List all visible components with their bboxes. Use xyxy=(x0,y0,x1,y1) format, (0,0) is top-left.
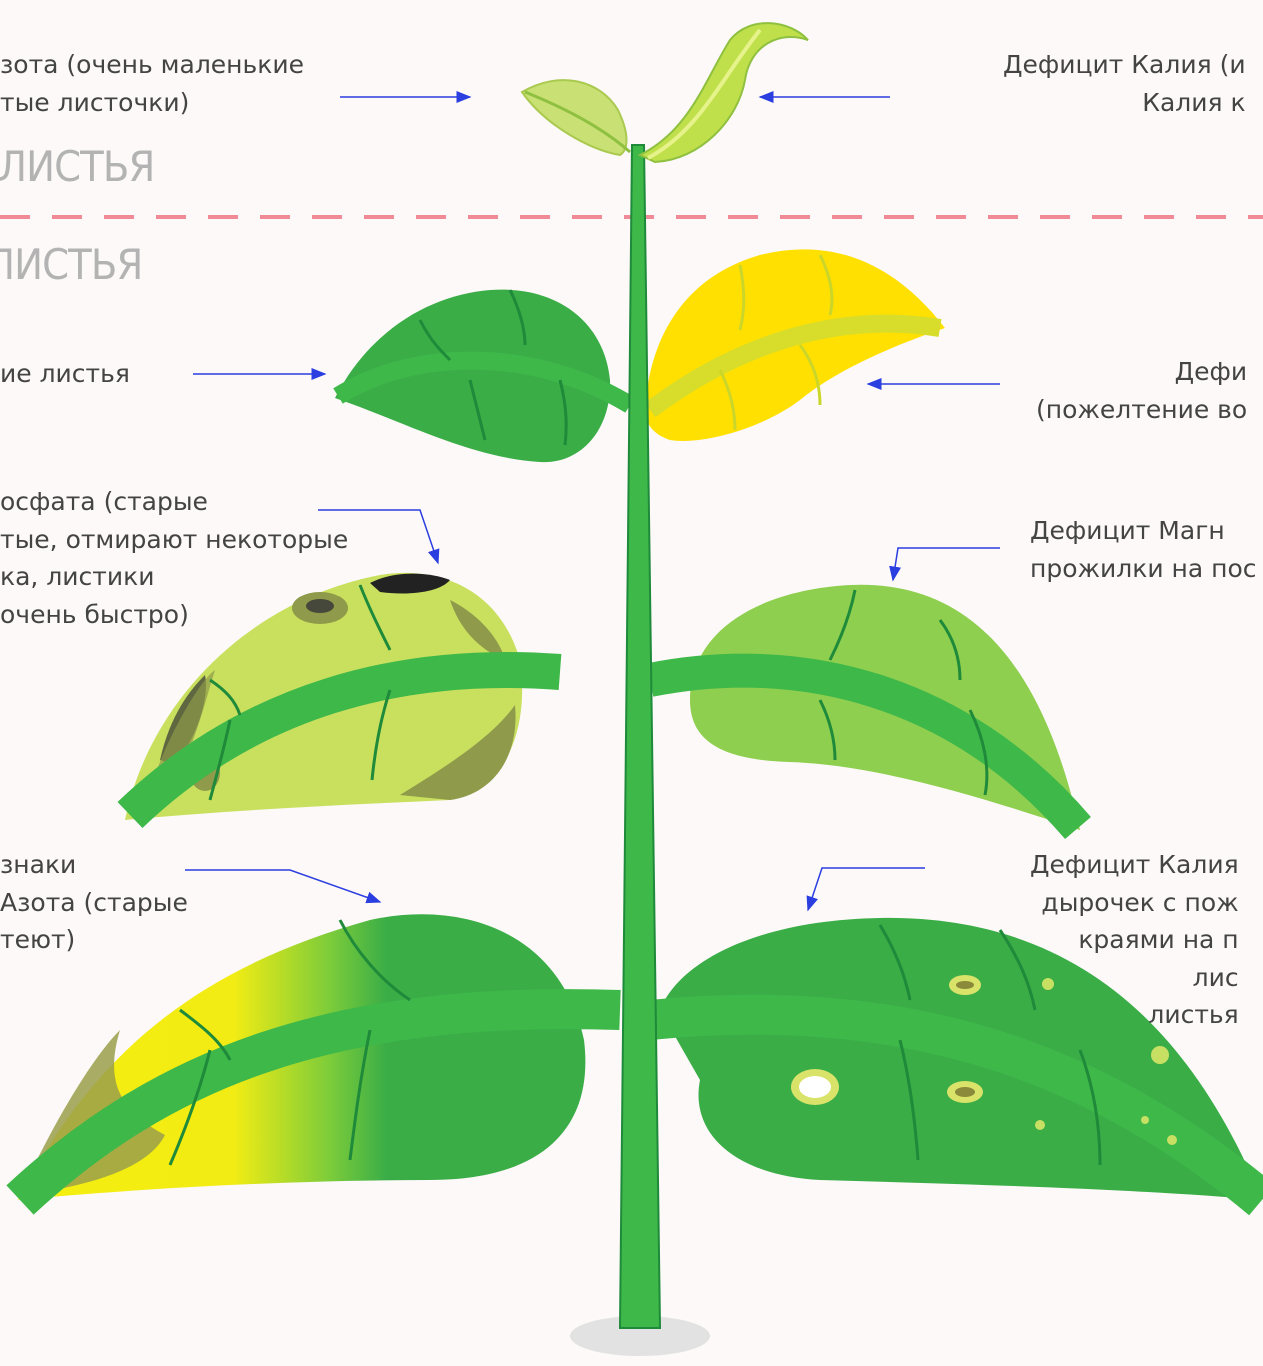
upper-left-leaf xyxy=(335,290,630,463)
lower-leaves-heading: ЛИСТЬЯ xyxy=(0,240,142,289)
top-sprout xyxy=(522,23,808,162)
magnesium-deficiency-leaf xyxy=(650,585,1080,830)
plant-stem xyxy=(620,145,660,1328)
label-magnesium: Дефицит Магн прожилки на пос xyxy=(1030,512,1257,587)
label-nitrogen-young: зота (очень маленькие тые листочки) xyxy=(0,46,304,121)
label-upper-right-leaf: Дефи (пожелтение во xyxy=(1036,353,1247,428)
label-nitrogen-old: знаки Азота (старые теют) xyxy=(0,846,188,959)
label-potassium-old: Дефицит Калия дырочек с пож краями на п … xyxy=(1030,846,1239,1034)
upper-leaves-heading: ЛИСТЬЯ xyxy=(0,142,154,191)
label-phosphate: осфата (старые тые, отмирают некоторые к… xyxy=(0,483,348,633)
upper-right-leaf xyxy=(645,249,945,441)
label-upper-left-leaf: ие листья xyxy=(0,355,130,393)
label-potassium-young: Дефицит Калия (и Калия к xyxy=(1003,46,1246,121)
